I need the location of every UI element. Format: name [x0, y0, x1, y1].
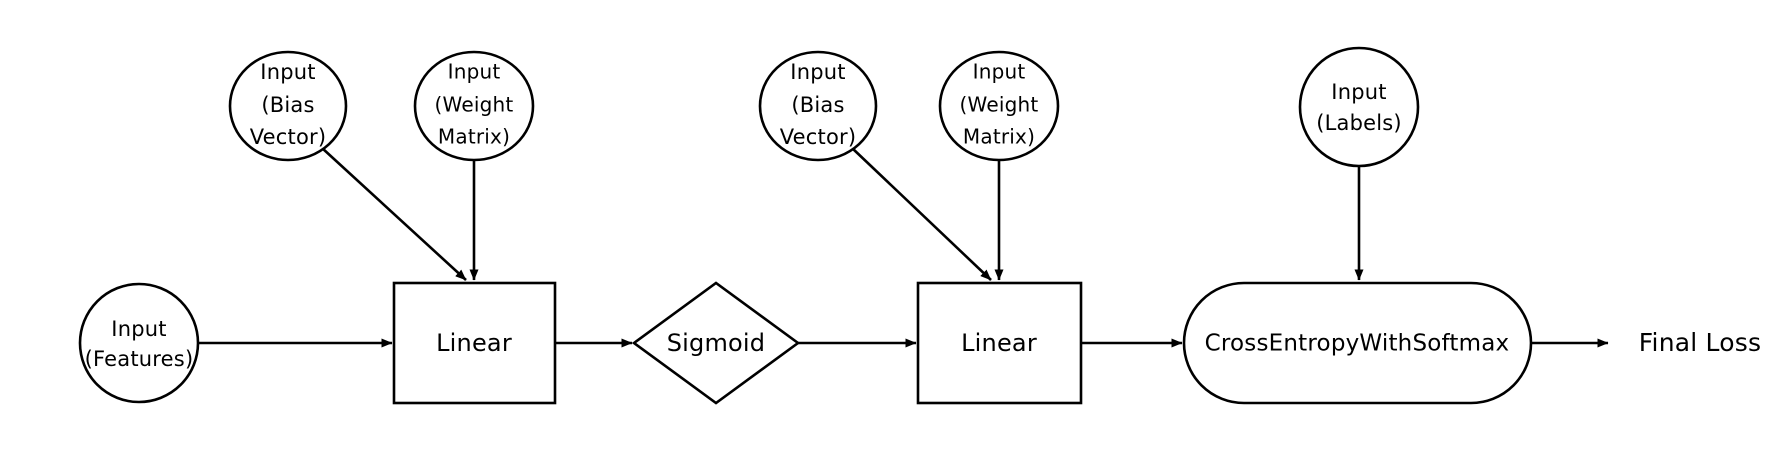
input-bias-vector-1-label-line3: Vector) — [250, 125, 327, 149]
input-bias-vector-2-circle[interactable] — [758, 50, 878, 162]
input-weight-matrix-2-circle[interactable] — [938, 50, 1060, 162]
nodes-layer: Input (Features) Input (Bias Vector) Inp… — [78, 46, 1761, 405]
input-bias-vector-1-label-line2: (Bias — [261, 93, 314, 117]
input-bias-vector-1-circle[interactable] — [228, 50, 348, 162]
input-labels-label-line2: (Labels) — [1316, 111, 1402, 135]
node-input-weight-matrix-1[interactable]: Input (Weight Matrix) — [413, 50, 535, 162]
node-sigmoid[interactable]: Sigmoid — [631, 281, 801, 405]
input-weight-matrix-2-label-line1: Input — [973, 60, 1026, 84]
linear-1-label: Linear — [436, 329, 512, 357]
node-linear-2[interactable]: Linear — [916, 281, 1083, 405]
edge-input-bias-1-to-linear-1 — [321, 147, 467, 281]
final-loss-label: Final Loss — [1639, 328, 1761, 357]
input-weight-matrix-1-label-line3: Matrix) — [438, 125, 510, 149]
input-weight-matrix-1-circle[interactable] — [413, 50, 535, 162]
input-features-circle[interactable] — [78, 282, 200, 404]
input-weight-matrix-2-label-line3: Matrix) — [963, 125, 1035, 149]
input-bias-vector-2-label-line1: Input — [790, 60, 845, 84]
node-final-loss: Final Loss — [1639, 328, 1761, 357]
linear-1-box[interactable] — [392, 281, 557, 405]
input-features-label-line1: Input — [111, 317, 166, 341]
input-weight-matrix-1-label-line1: Input — [448, 60, 501, 84]
input-weight-matrix-2-label-line2: (Weight — [960, 93, 1039, 117]
edges-layer — [198, 147, 1609, 348]
input-features-label-line2: (Features) — [85, 347, 194, 371]
input-bias-vector-1-label-line1: Input — [260, 60, 315, 84]
sigmoid-label: Sigmoid — [667, 329, 766, 357]
cross-entropy-stadium[interactable] — [1182, 281, 1533, 405]
node-input-weight-matrix-2[interactable]: Input (Weight Matrix) — [938, 50, 1060, 162]
node-input-features[interactable]: Input (Features) — [78, 282, 200, 404]
node-cross-entropy-with-softmax[interactable]: CrossEntropyWithSoftmax — [1182, 281, 1533, 405]
edge-input-bias-2-to-linear-2 — [851, 147, 992, 281]
input-bias-vector-2-label-line2: (Bias — [791, 93, 844, 117]
input-labels-circle[interactable] — [1298, 46, 1420, 168]
cross-entropy-label: CrossEntropyWithSoftmax — [1205, 331, 1510, 357]
input-labels-label-line1: Input — [1331, 80, 1386, 104]
linear-2-box[interactable] — [916, 281, 1083, 405]
node-input-bias-vector-2[interactable]: Input (Bias Vector) — [758, 50, 878, 162]
node-input-bias-vector-1[interactable]: Input (Bias Vector) — [228, 50, 348, 162]
input-weight-matrix-1-label-line2: (Weight — [435, 93, 514, 117]
node-linear-1[interactable]: Linear — [392, 281, 557, 405]
sigmoid-diamond[interactable] — [631, 281, 801, 405]
input-bias-vector-2-label-line3: Vector) — [780, 125, 857, 149]
node-input-labels[interactable]: Input (Labels) — [1298, 46, 1420, 168]
linear-2-label: Linear — [961, 329, 1037, 357]
